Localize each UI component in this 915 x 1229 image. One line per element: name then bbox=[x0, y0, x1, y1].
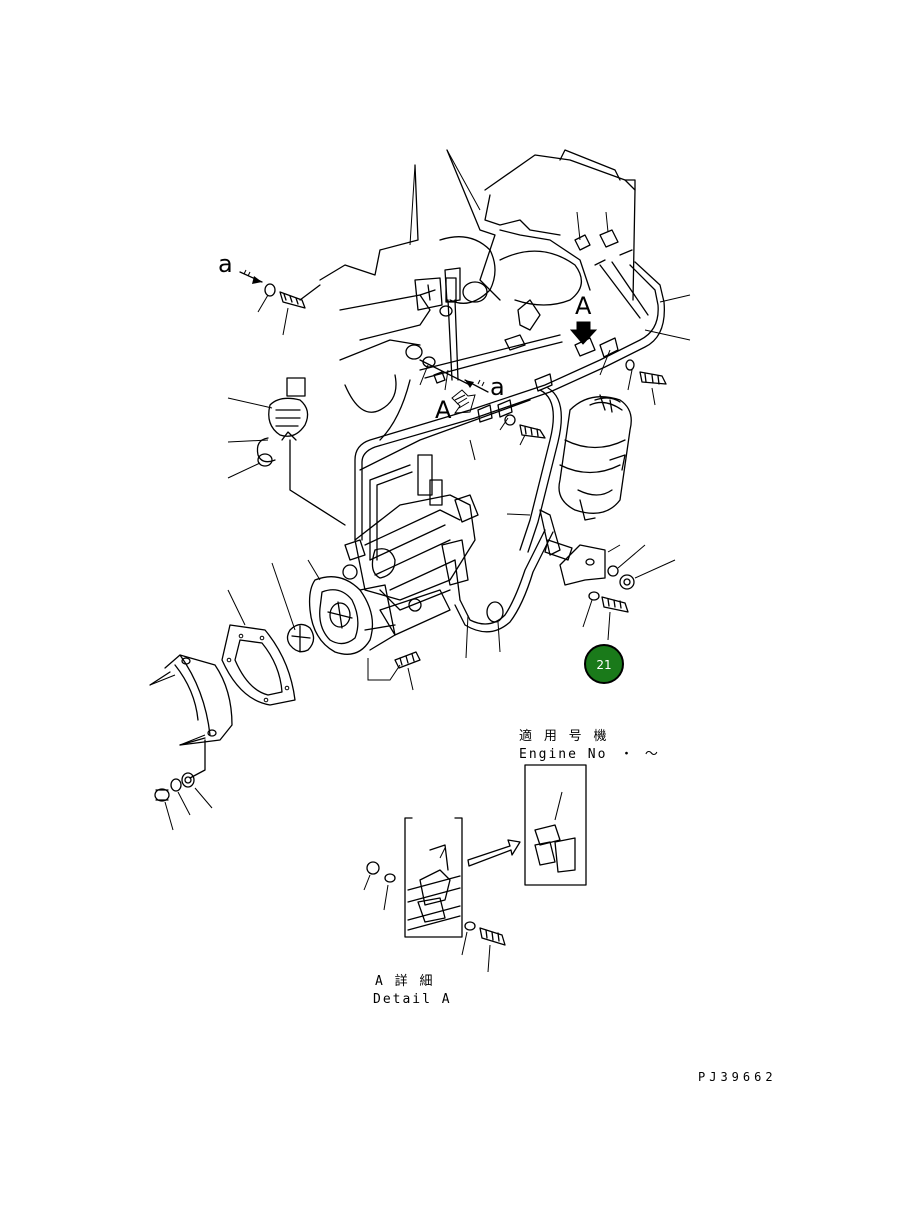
gasket bbox=[221, 624, 296, 706]
detail-label-a-left: a bbox=[218, 250, 233, 278]
detail-arrow-a-right bbox=[464, 379, 489, 393]
engine-note-jp: 適 用 号 機 bbox=[519, 728, 608, 744]
engine-block-outline bbox=[299, 149, 636, 413]
callout-circle[interactable] bbox=[584, 644, 624, 684]
bracket-hardware bbox=[559, 544, 635, 613]
injection-pump bbox=[342, 454, 479, 636]
engine-note-range: ・ ～ bbox=[620, 747, 660, 762]
callout-badge-21[interactable]: 21 bbox=[584, 644, 624, 684]
fuel-filter bbox=[558, 394, 632, 521]
leader-lines bbox=[149, 149, 691, 831]
view-arrow-a-left bbox=[451, 389, 476, 414]
detail-caption-jp: A 詳 細 bbox=[375, 973, 434, 989]
view-label-a-top: A bbox=[575, 292, 592, 320]
view-label-a-left: A bbox=[435, 396, 452, 424]
fuel-lines bbox=[289, 261, 666, 633]
drive-flange bbox=[286, 576, 396, 655]
detail-caption-en: Detail A bbox=[373, 992, 452, 1007]
line-fittings bbox=[477, 229, 633, 623]
hardware-upper-left bbox=[264, 277, 457, 384]
timing-housing bbox=[149, 654, 233, 779]
detail-label-a-right: a bbox=[490, 373, 505, 401]
hardware-right bbox=[504, 359, 667, 439]
view-arrow-a-top bbox=[569, 321, 598, 345]
detail-arrow-a-left bbox=[239, 269, 263, 284]
detail-a-inset bbox=[363, 764, 587, 973]
callout-number[interactable]: 21 bbox=[596, 658, 611, 672]
drawing-code: PJ39662 bbox=[698, 1070, 777, 1084]
hardware-lower bbox=[154, 651, 421, 802]
solenoid-valve bbox=[256, 377, 309, 467]
engine-note-en: Engine No bbox=[519, 747, 607, 762]
